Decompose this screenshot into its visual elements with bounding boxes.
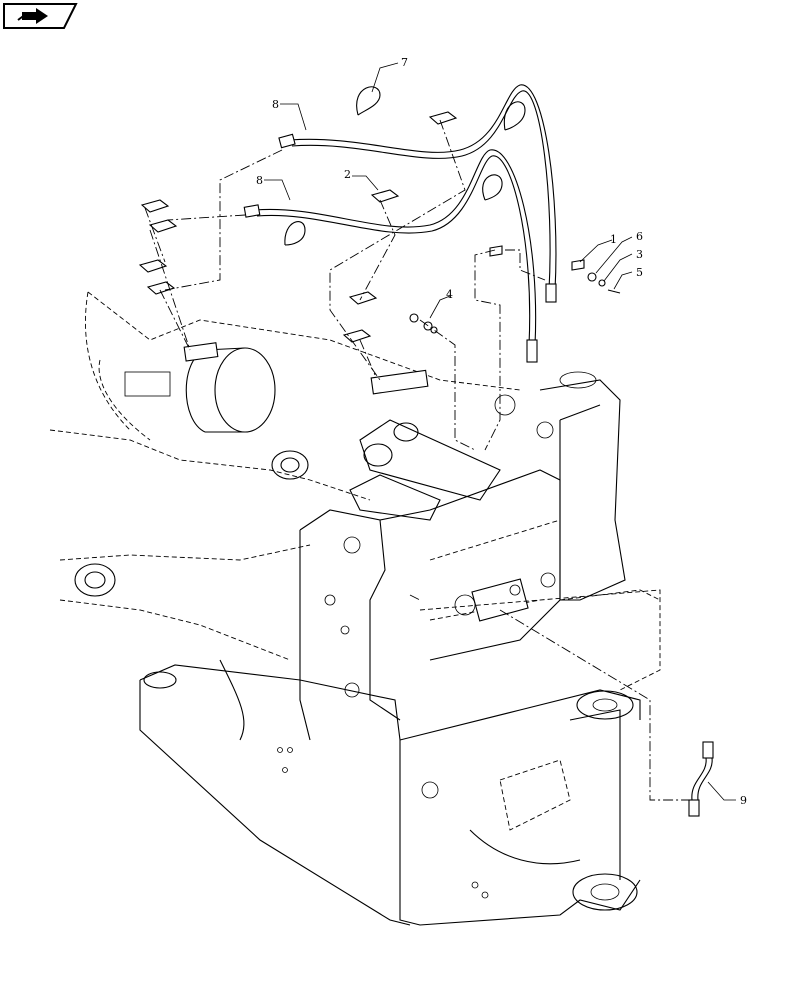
loader-frame: [49, 291, 661, 926]
callout-9: 9: [740, 794, 747, 807]
callout-5: 5: [636, 266, 643, 279]
callout-2: 2: [344, 168, 351, 181]
callout-labels: 7 8 8 2 1 6 3 5 4 9: [256, 56, 747, 807]
fastener-parts: [183, 272, 621, 395]
hose-upper: [278, 84, 557, 303]
callout-1: 1: [610, 233, 617, 246]
callout-3: 3: [636, 248, 643, 261]
short-hose: [688, 741, 714, 817]
next-page-button[interactable]: [2, 2, 78, 30]
cable-tie-parts: [284, 86, 526, 246]
leader-lines: [264, 62, 736, 801]
callout-4: 4: [446, 288, 453, 301]
clamp-blocks: [138, 111, 585, 343]
callout-6: 6: [636, 230, 643, 243]
assembly-guide-lines: [144, 119, 695, 801]
callout-8-lower: 8: [256, 174, 263, 187]
callout-7: 7: [401, 56, 408, 69]
next-page-arrow-icon: [17, 8, 48, 24]
hose-lower: [243, 149, 538, 363]
callout-8-upper: 8: [272, 98, 279, 111]
